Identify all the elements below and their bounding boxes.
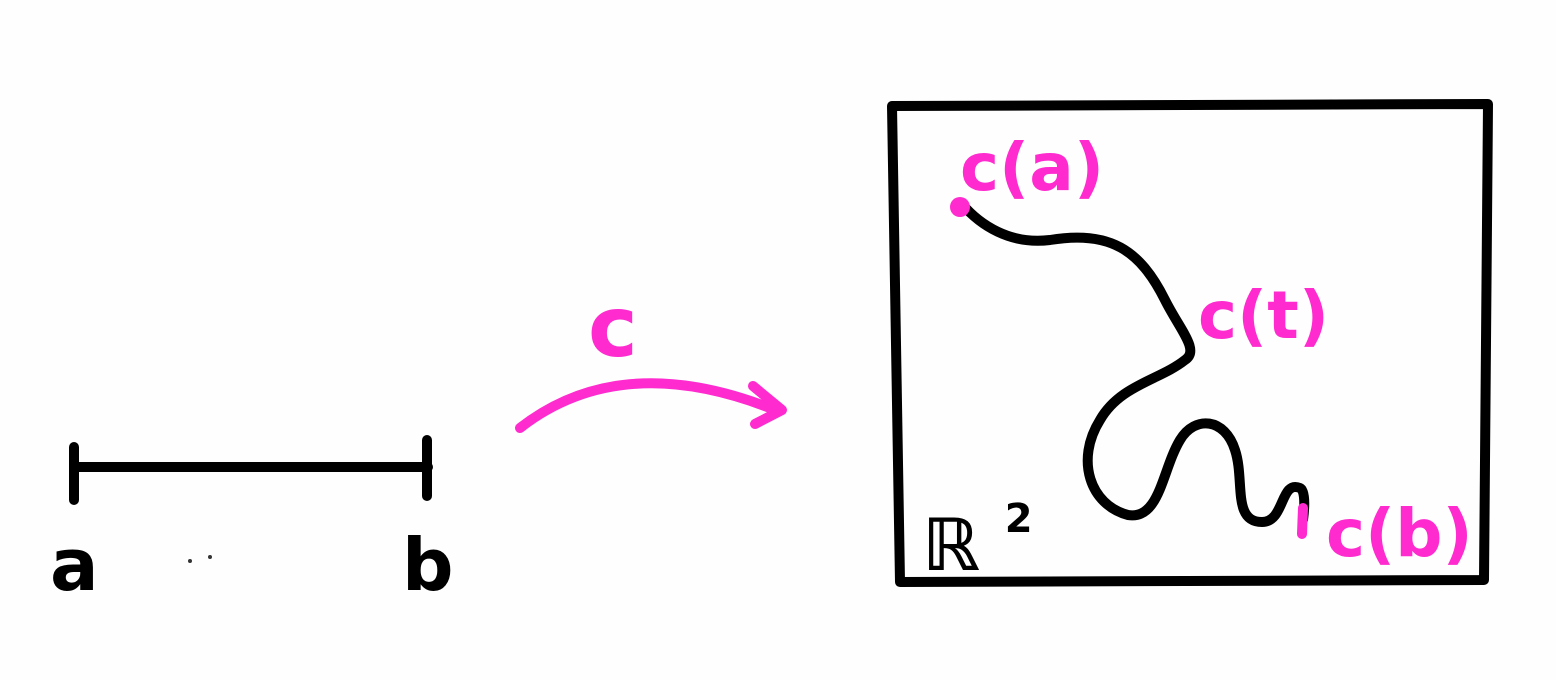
interval-right-label: b	[402, 523, 454, 607]
plane: ℝ 2 c(a) c(t) c(b)	[887, 99, 1493, 587]
stray-dot	[188, 559, 192, 563]
curve-start-label: c(a)	[960, 129, 1104, 206]
map-arrow-shaft	[515, 378, 775, 433]
plane-label: ℝ 2	[922, 496, 1033, 587]
map-label: c	[588, 278, 638, 376]
map-arrow-head	[748, 381, 787, 429]
map-arrow: c	[515, 278, 787, 433]
plane-frame	[887, 99, 1493, 587]
curve-end-point	[1297, 503, 1308, 539]
curve	[957, 199, 1310, 527]
plane-label-superscript: 2	[1005, 496, 1033, 542]
curve-start-point	[950, 197, 970, 217]
stray-dot	[208, 555, 212, 559]
interval-left-label: a	[50, 523, 99, 607]
plane-label-main: ℝ	[922, 503, 980, 587]
interval: a b	[50, 435, 454, 607]
curve-middle-label: c(t)	[1198, 277, 1329, 354]
curve-end-label: c(b)	[1326, 495, 1473, 572]
